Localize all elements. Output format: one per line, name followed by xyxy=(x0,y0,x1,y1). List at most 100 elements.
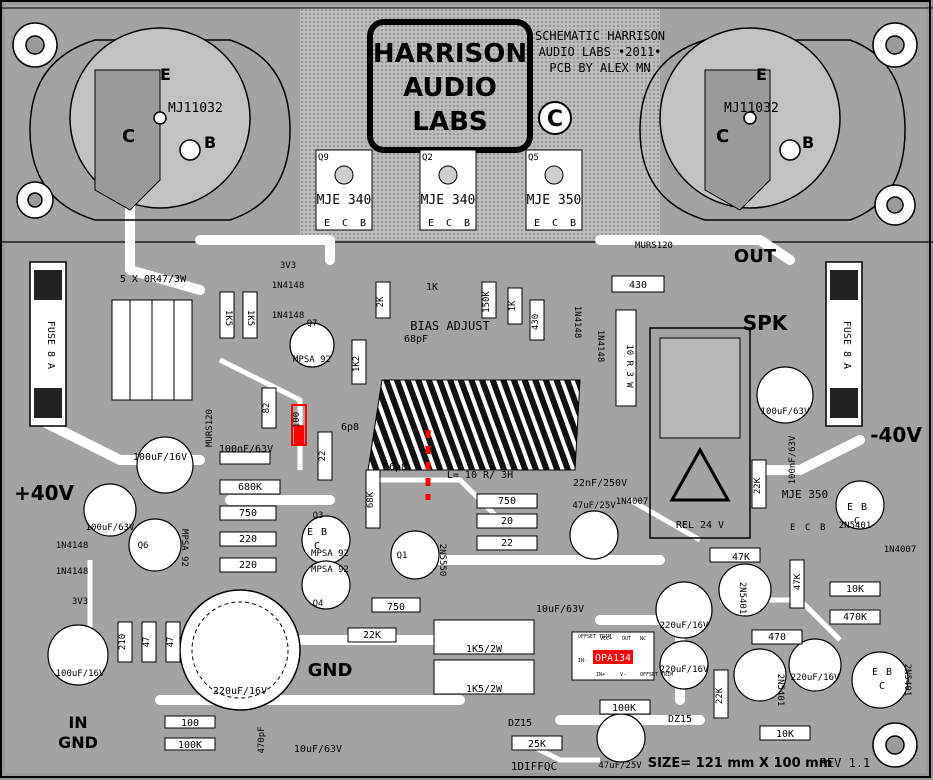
credits-line-3: PCB BY ALEX MN xyxy=(549,61,650,75)
component-c100nf63: 100nF/63V xyxy=(219,444,273,455)
component-mpsa92d: MPSA 92 xyxy=(311,565,349,575)
driver-pin-e-2: E xyxy=(534,218,540,229)
label-labels-size: SIZE= 121 mm X 100 mm xyxy=(648,756,833,771)
driver-pin-b-2: B xyxy=(570,218,576,229)
driver-ref-0: Q9 xyxy=(318,153,329,163)
component-mpsa92b: MPSA 92 xyxy=(179,529,189,567)
component-r22k_b: 22K xyxy=(715,687,725,704)
label-labels-in_gnd: GND xyxy=(58,733,98,752)
right-power-transistor-b: B xyxy=(802,133,814,152)
label-labels-minus40: -40V xyxy=(870,423,922,447)
component-r47k_b: 47K xyxy=(793,573,803,590)
component-c220uf16d: 220uF/16V xyxy=(791,673,840,683)
left-power-transistor-c: C xyxy=(122,126,135,147)
driver-pin-c-0: C xyxy=(342,218,348,229)
component-r10k: 10K xyxy=(846,584,864,595)
component-r100_in: 100 xyxy=(181,718,199,729)
right-power-transistor-c: C xyxy=(716,126,729,147)
label-labels-fuse_right: FUSE 8 A xyxy=(841,321,852,369)
component-c220uf16a: 220uF/16V xyxy=(213,686,267,697)
component-c6p8a: 6p8 xyxy=(341,422,359,433)
component-dz15b: DZ15 xyxy=(668,714,692,725)
component-r1k2: 1K2 xyxy=(352,356,362,372)
component-n2n5401b: 2N5401 xyxy=(737,582,747,615)
component-r150k: 150K xyxy=(482,291,492,313)
driver-part-0: MJE 340 xyxy=(317,193,372,208)
label-labels-gnd: GND xyxy=(308,660,353,681)
driver-ref-2: Q5 xyxy=(528,153,539,163)
component-r22b: 22 xyxy=(501,538,513,549)
component-d1n4148f: 1N4148 xyxy=(56,567,89,577)
label-labels-rev: REV 1.1 xyxy=(820,756,871,770)
driver-pin-b-0: B xyxy=(360,218,366,229)
credits-line-1: SCHEMATIC HARRISON xyxy=(535,29,665,43)
component-r47a: 47 xyxy=(142,637,152,648)
component-mpsa92c: MPSA 92 xyxy=(311,549,349,559)
component-c100uf16b: 100uF/16V xyxy=(56,669,105,679)
component-d1n4148c: 1N4148 xyxy=(572,306,582,339)
label-labels-res_bank: 5 X 0R47/3W xyxy=(120,274,187,285)
tr-b-0: B xyxy=(321,527,327,538)
driver-pin-e-1: E xyxy=(428,218,434,229)
op-pin-v-minus: V- xyxy=(620,672,626,678)
left-power-transistor-e: E xyxy=(160,65,171,84)
copyright-mark: C xyxy=(547,107,563,132)
logo-line-2: AUDIO xyxy=(403,73,497,103)
component-c220uf16b: 220uF/16V xyxy=(660,621,709,631)
component-r750c: 750 xyxy=(387,602,405,613)
component-r20: 20 xyxy=(501,516,513,527)
component-c6p8b: 6p8 xyxy=(389,462,407,473)
component-n2n5401a: 2N5401 xyxy=(839,521,872,531)
tr-e-2: E xyxy=(872,667,878,678)
component-c100nf63b: 100nF/63V xyxy=(788,435,798,484)
component-c10uf63b: 10uF/63V xyxy=(294,744,342,755)
component-c220uf16c: 220uF/16V xyxy=(660,665,709,675)
component-d1n4007b: 1N4007 xyxy=(884,545,917,555)
component-r2k: 2K xyxy=(376,296,386,307)
label-labels-diffqc: 1DIFFQC xyxy=(511,760,557,773)
component-r210: 210 xyxy=(118,634,128,650)
component-r1k5a: 1K5 xyxy=(223,310,233,326)
op-pin-in-minus: IN- xyxy=(578,658,587,664)
component-r470: 470 xyxy=(768,632,786,643)
tr-c-0: C xyxy=(314,541,320,552)
component-r25k: 25K xyxy=(528,739,546,750)
driver-pin-c-1: C xyxy=(446,218,452,229)
op-pin-nc: NC xyxy=(640,636,646,642)
label-labels-plus40: +40V xyxy=(14,481,75,505)
component-d1n4148e: 1N4148 xyxy=(56,541,89,551)
component-n2n5401d: 2N5401 xyxy=(902,664,912,697)
op-pin-in-plus: IN+ xyxy=(596,672,605,678)
label-labels-rel: REL 24 V xyxy=(676,520,724,531)
component-c47uf25: 47uF/25V xyxy=(572,501,616,511)
logo-line-1: HARRISON xyxy=(373,39,527,69)
logo-line-3: LABS xyxy=(412,107,487,137)
op-pin-out: OUT xyxy=(622,636,631,642)
component-r470k: 470K xyxy=(843,612,867,623)
component-r22k_c: 22K xyxy=(363,630,381,641)
component-mpsa92a: MPSA 92 xyxy=(293,355,331,365)
component-q6: Q6 xyxy=(138,541,149,551)
component-c470pf: 470pF xyxy=(257,726,267,753)
component-n2n5401c: 2N5401 xyxy=(775,674,785,707)
component-r220b: 220 xyxy=(239,560,257,571)
component-r220a: 220 xyxy=(239,534,257,545)
component-c100uf63b: 100uF/63V xyxy=(761,407,810,417)
left-power-transistor-b: B xyxy=(204,133,216,152)
component-r750a: 750 xyxy=(239,508,257,519)
component-c100uf16a: 100uF/16V xyxy=(133,452,187,463)
tr-e-1: E xyxy=(847,502,853,513)
component-r100: 100 xyxy=(292,412,302,428)
component-r82: 82 xyxy=(262,403,272,414)
label-labels-bias_adjust: BIAS ADJUST xyxy=(410,319,489,333)
component-r22k_a: 22K xyxy=(753,477,763,494)
driver-part-2: MJE 350 xyxy=(527,193,582,208)
component-dz15a: DZ15 xyxy=(508,718,532,729)
component-r47b: 47 xyxy=(166,637,176,648)
mje350-pin-b: B xyxy=(820,523,825,533)
component-c100uf63a: 100uF/63V xyxy=(86,523,135,533)
driver-part-1: MJE 340 xyxy=(421,193,476,208)
label-labels-spk: SPK xyxy=(743,311,789,335)
